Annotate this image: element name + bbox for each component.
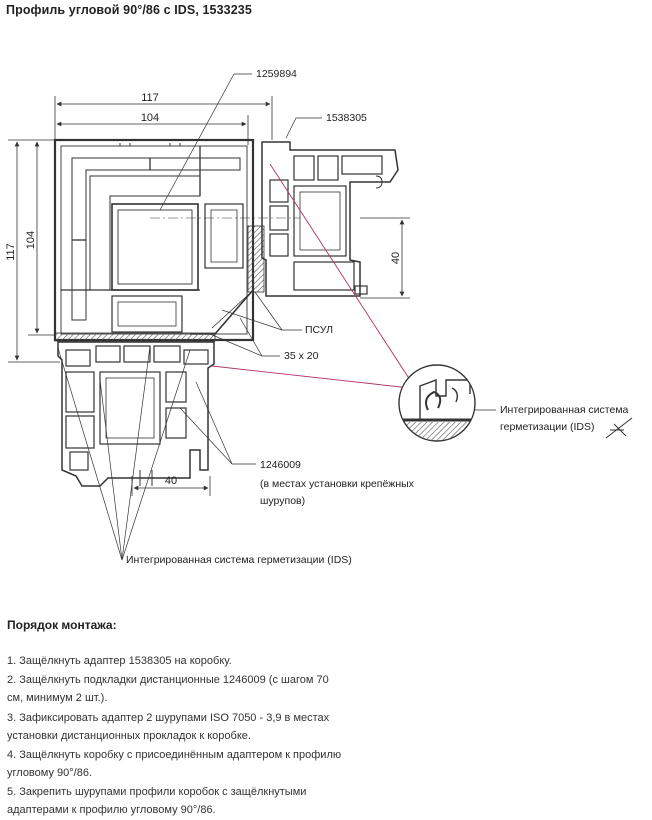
right-frame-profile (261, 141, 399, 297)
instruction-step-2: 2. Защёлкнуть подкладки дистанционные 12… (7, 674, 329, 704)
corner-profile-diagram: 117 104 117 104 40 40 (5, 68, 633, 566)
instruction-step-4: 4. Защёлкнуть коробку с присоединённым а… (7, 749, 342, 779)
label-ids-right-1: Интегрированная система (500, 404, 629, 416)
dim-40-bottom: 40 (165, 475, 177, 487)
instruction-step-5: 5. Закрепить шурупами профили коробок с … (7, 786, 307, 816)
label-1246009: 1246009 (260, 459, 301, 471)
instructions-title: Порядок монтажа: (7, 618, 117, 632)
dim-40-right: 40 (390, 252, 402, 264)
label-ids-right-2: герметизации (IDS) (500, 421, 594, 433)
dim-104-vertical: 104 (25, 231, 37, 249)
instruction-step-1: 1. Защёлкнуть адаптер 1538305 на коробку… (7, 655, 232, 667)
label-spacer-note-1: (в местах установки крепёжных (260, 478, 415, 490)
label-spacer-note-2: шурупов) (260, 495, 305, 507)
seal-detail-icon (605, 417, 633, 439)
label-ids-bottom: Интегрированная система герметизации (ID… (126, 554, 352, 566)
label-1538305: 1538305 (326, 112, 367, 124)
bottom-frame-profile (57, 341, 215, 487)
dimension-labels: 117 104 117 104 40 40 (5, 92, 402, 487)
page-title: Профиль угловой 90°/86 с IDS, 1533235 (6, 3, 252, 17)
label-psul: ПСУЛ (305, 324, 333, 336)
psul-seal (54, 225, 265, 342)
dim-117-horizontal: 117 (141, 92, 159, 104)
ids-seal-magnifier (398, 364, 476, 442)
dim-117-vertical: 117 (5, 243, 17, 261)
part-labels: 1259894 1538305 ПСУЛ 35 x 20 1246009 (в … (126, 68, 629, 566)
magnifier-callout (211, 163, 411, 389)
label-1259894: 1259894 (256, 68, 297, 80)
instruction-step-3: 3. Зафиксировать адаптер 2 шурупами ISO … (7, 712, 330, 742)
dim-104-horizontal: 104 (141, 112, 159, 124)
label-35x20: 35 x 20 (284, 350, 319, 362)
